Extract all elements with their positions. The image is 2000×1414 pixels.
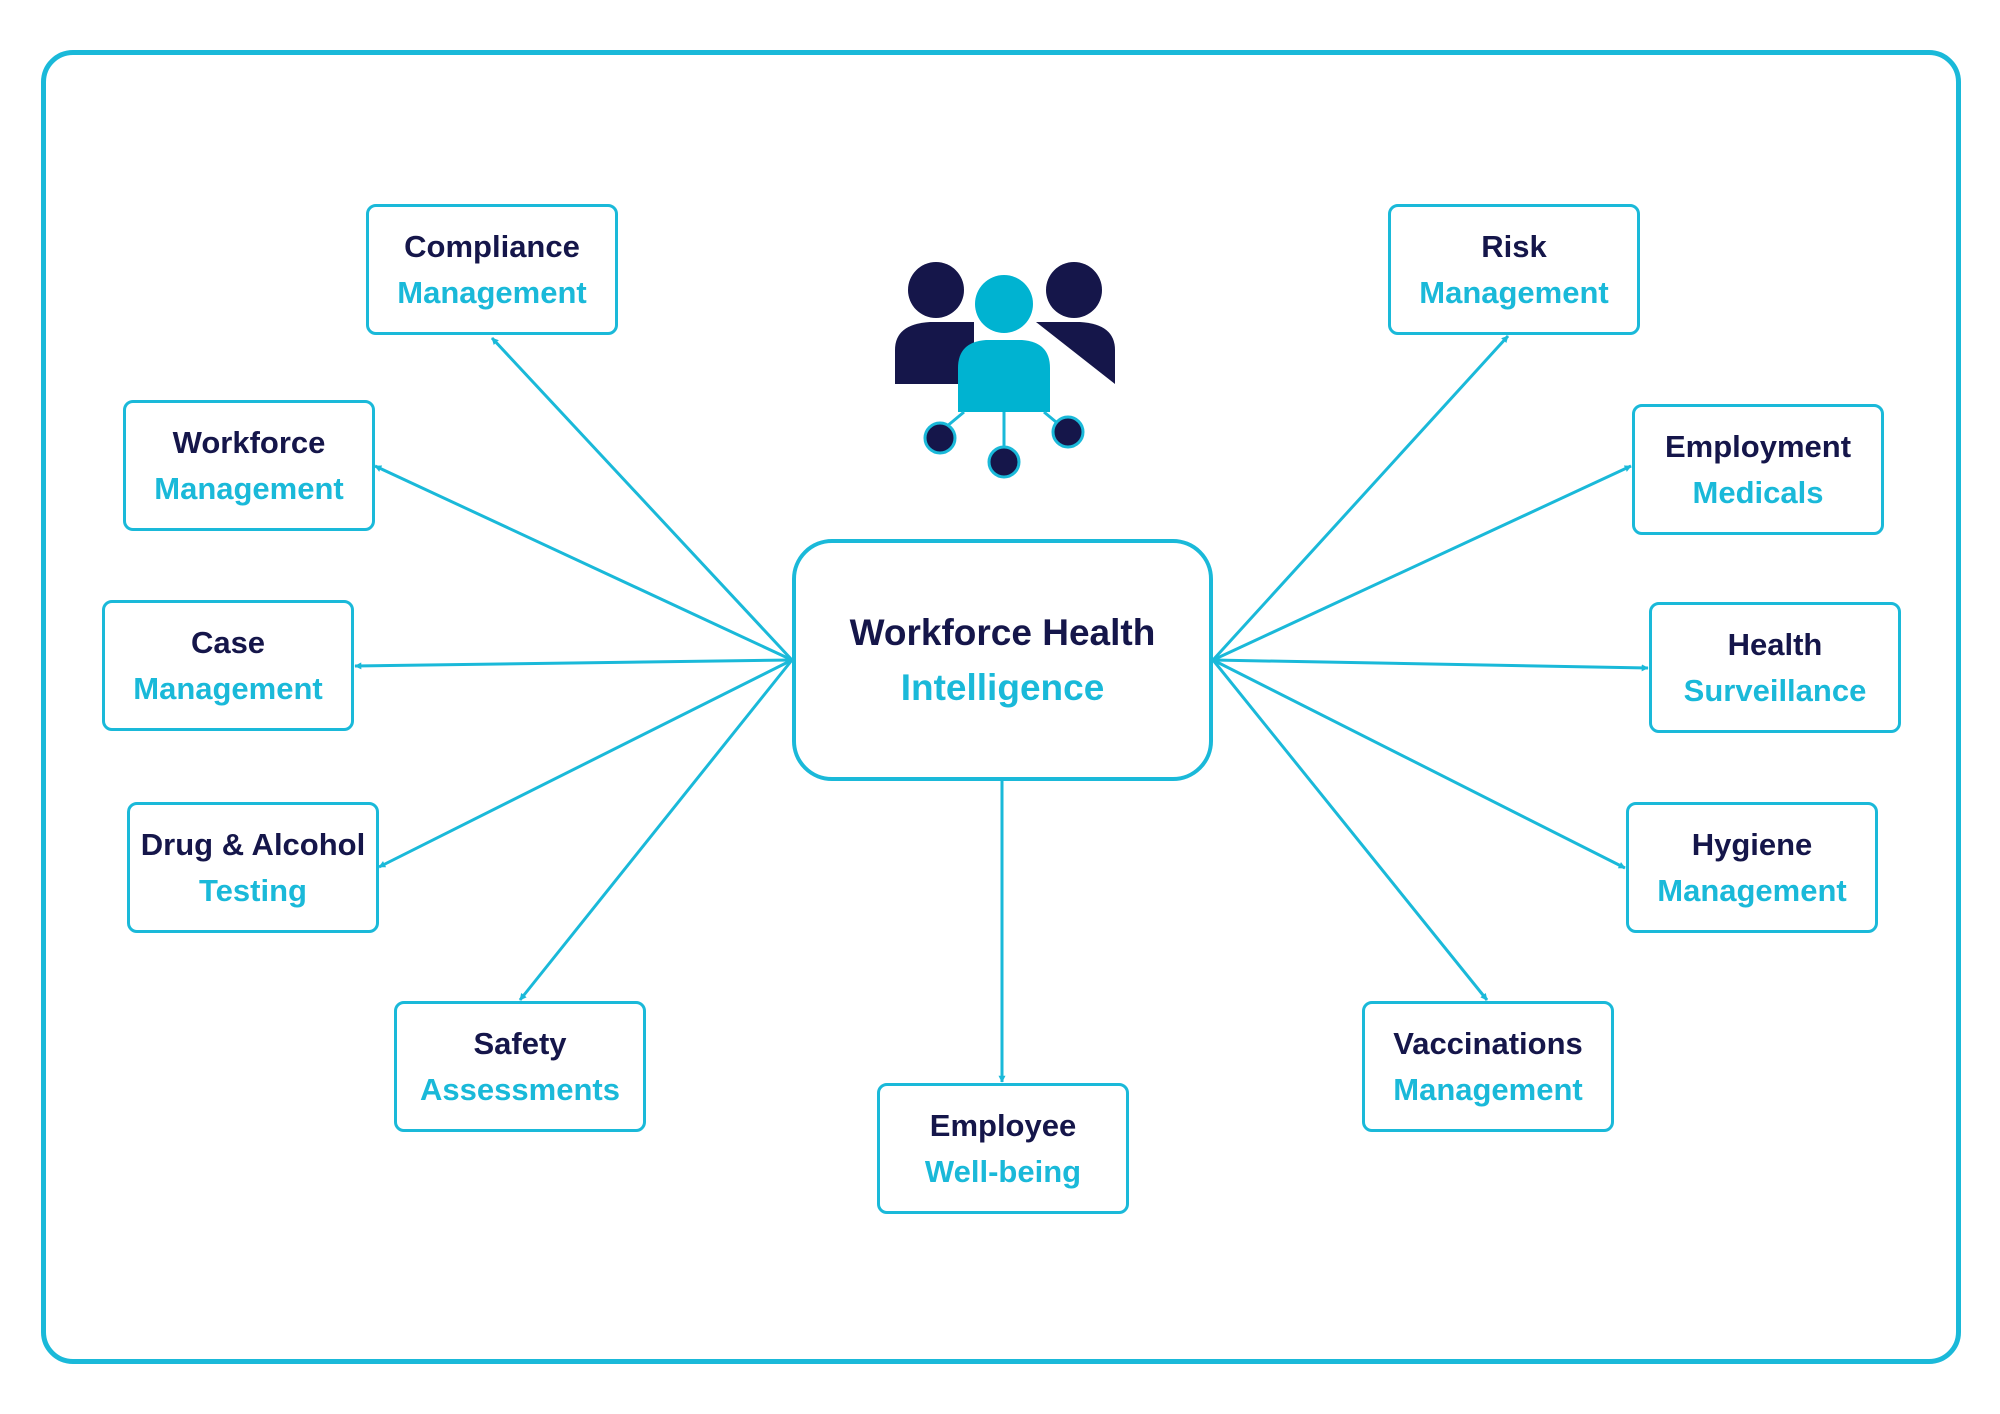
node-label-primary: Risk [1481,228,1547,264]
node-label-primary: Hygiene [1691,826,1813,862]
node-label-primary: Vaccinations [1393,1025,1583,1061]
diagram-frame [41,50,1961,1364]
node-compliance-management: Compliance Management [366,204,618,335]
node-label-secondary: Management [397,274,587,310]
node-case-management: Case Management [102,600,354,731]
node-risk-management: Risk Management [1388,204,1640,335]
node-label-primary: Case [190,624,266,660]
node-workforce-management: Workforce Management [123,400,375,531]
central-node-subtitle: Intelligence [900,667,1105,708]
node-label-primary: Compliance [404,228,580,264]
arrow-to-case-management [354,658,793,670]
node-label-secondary: Well-being [924,1153,1082,1189]
arrow-to-health-surveillance [1212,658,1649,672]
node-label-primary: Employment [1664,428,1852,464]
arrow-to-vaccinations-management [1211,659,1489,1001]
node-label-primary: Safety [473,1025,567,1061]
arrow-to-drug-alcohol-testing [378,658,793,869]
node-label-secondary: Medicals [1692,474,1824,510]
node-label-secondary: Testing [199,872,307,908]
node-label-secondary: Management [1393,1071,1583,1107]
arrow-to-workforce-management [374,464,793,662]
central-node-workforce-health-intelligence: Workforce Health Intelligence [792,539,1213,781]
node-label-primary: Workforce [172,424,326,460]
arrow-to-safety-assessments [518,659,794,1001]
node-drug-alcohol-testing: Drug & Alcohol Testing [127,802,379,933]
central-node-title: Workforce Health [849,612,1156,653]
node-vaccinations-management: Vaccinations Management [1362,1001,1614,1132]
node-health-surveillance: Health Surveillance [1649,602,1901,733]
node-safety-assessments: Safety Assessments [394,1001,646,1132]
node-label-secondary: Assessments [420,1071,620,1107]
node-label-secondary: Surveillance [1683,672,1867,708]
arrow-to-employment-medicals [1212,464,1632,662]
node-employee-well-being: Employee Well-being [877,1083,1129,1214]
node-label-primary: Drug & Alcohol [140,826,366,862]
arrow-to-hygiene-management [1212,658,1626,870]
node-label-secondary: Management [1657,872,1847,908]
people-network-icon [895,262,1115,479]
node-label-secondary: Management [154,470,344,506]
node-label-secondary: Management [1419,274,1609,310]
node-hygiene-management: Hygiene Management [1626,802,1878,933]
arrow-to-risk-management [1211,334,1510,662]
arrow-to-compliance-management [490,336,794,662]
node-label-secondary: Management [133,670,323,706]
node-label-primary: Health [1727,626,1823,662]
node-employment-medicals: Employment Medicals [1632,404,1884,535]
node-label-primary: Employee [929,1107,1077,1143]
